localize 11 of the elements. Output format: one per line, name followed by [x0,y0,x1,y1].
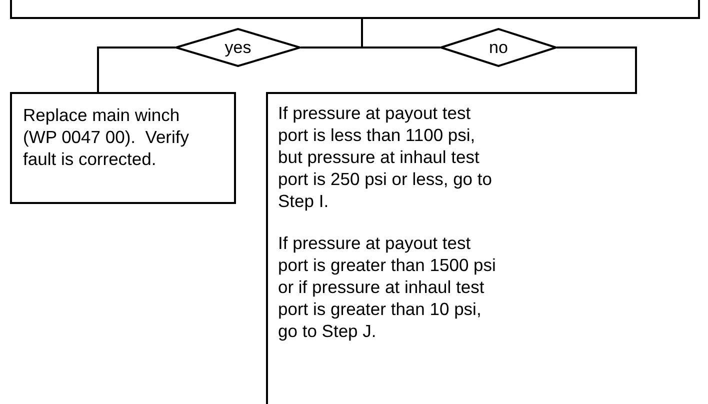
instruction-text: If pressure at payout test port is greater than 1500 psi or if pressure at inhaul test port is greater than 10 psi, go to Step J. [278,232,497,342]
decision-label: no [489,38,508,58]
action-box [266,92,637,404]
connector-line [361,19,440,48]
process-box [10,0,700,19]
action-box [10,92,236,204]
instruction-text: If pressure at payout test port is less than 1100 psi, but pressure at inhaul test port is 250 psi or less, go to Step I. [278,102,493,212]
connector-line [97,46,175,92]
decision-label: yes [224,38,252,58]
connector-line [557,46,637,92]
instruction-text: Replace main winch (WP 0047 00). Verify fault is corrected. [23,104,190,170]
